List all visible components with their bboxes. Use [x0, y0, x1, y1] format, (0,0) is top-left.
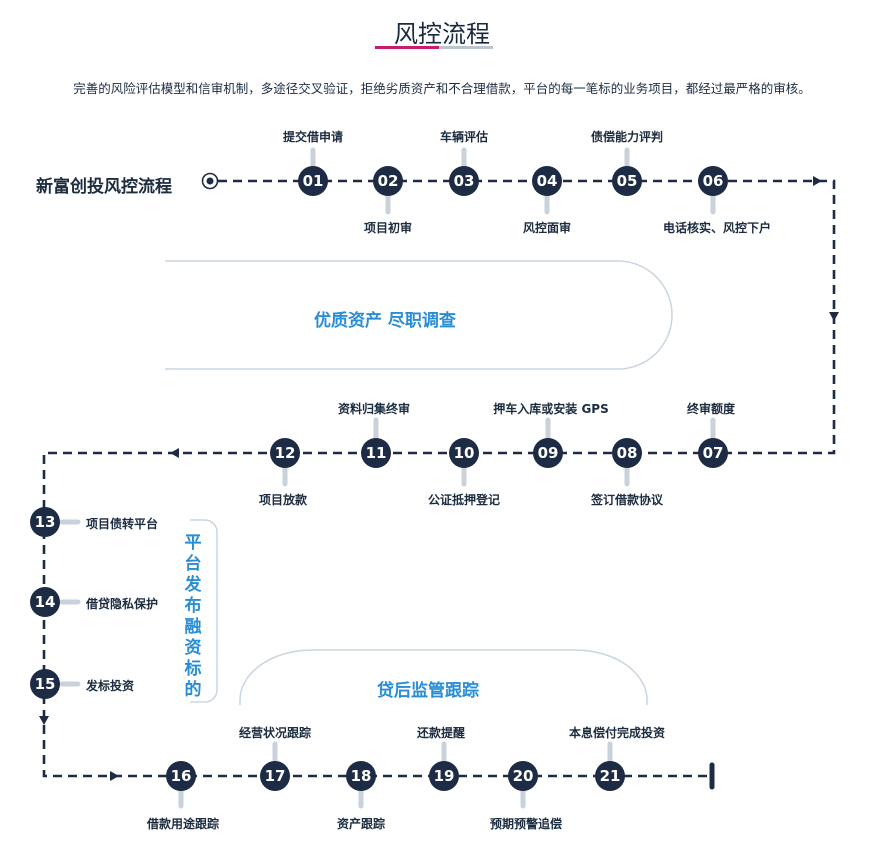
step-node-17: 17: [260, 761, 290, 791]
row1-stems: [310, 147, 716, 215]
step-node-05: 05: [612, 166, 642, 196]
step-node-03: 03: [449, 166, 479, 196]
title-underline: [375, 46, 493, 49]
step-label-15: 发标投资: [86, 679, 135, 693]
step-label-01: 提交借申请: [282, 130, 344, 144]
step-label-14: 借贷隐私保护: [86, 597, 159, 611]
band-post-loan-label: 贷后监管跟踪: [377, 681, 479, 701]
step-node-18: 18: [346, 761, 376, 791]
step-label-16: 借款用途跟踪: [146, 817, 220, 831]
step-label-06: 电话核实、风控下户: [662, 221, 772, 235]
step-node-16: 16: [166, 761, 196, 791]
step-node-12: 12: [270, 438, 300, 468]
step-node-13: 13: [30, 507, 60, 537]
step-label-03: 车辆评估: [439, 130, 489, 144]
step-node-01: 01: [298, 166, 328, 196]
step-label-04: 风控面审: [522, 221, 572, 235]
step-label-10: 公证抵押登记: [427, 493, 501, 507]
step-node-06: 06: [698, 166, 728, 196]
row3-stems: [178, 741, 613, 809]
step-node-11: 11: [361, 438, 391, 468]
step-node-08: 08: [612, 438, 642, 468]
page-title: 风控流程: [394, 20, 490, 48]
row2-stems: [282, 417, 716, 487]
step-label-13: 项目债转平台: [86, 517, 159, 531]
step-label-02: 项目初审: [363, 221, 413, 235]
step-node-20: 20: [508, 761, 538, 791]
band-quality-assets: [165, 260, 673, 370]
step-label-21: 本息偿付完成投资: [568, 726, 666, 740]
arrows: [39, 176, 839, 781]
band-post-loan: [239, 649, 648, 705]
step-node-15: 15: [30, 669, 60, 699]
step-node-04: 04: [532, 166, 562, 196]
step-label-08: 签订借款协议: [590, 493, 664, 507]
step-node-10: 10: [449, 438, 479, 468]
band-quality-assets-label: 优质资产 尽职调查: [314, 311, 456, 331]
col-stems: [59, 519, 81, 687]
step-label-17: 经营状况跟踪: [238, 726, 312, 740]
step-node-02: 02: [373, 166, 403, 196]
step-label-07: 终审额度: [686, 402, 736, 416]
step-node-07: 07: [698, 438, 728, 468]
step-node-09: 09: [533, 438, 563, 468]
bracket-platform: [190, 519, 218, 703]
flow-name: 新富创投风控流程: [36, 177, 172, 197]
step-node-19: 19: [429, 761, 459, 791]
platform-vertical-label: 平台发布融资标的: [184, 533, 202, 700]
step-label-12: 项目放款: [258, 493, 308, 507]
step-node-21: 21: [595, 761, 625, 791]
step-label-11: 资料归集终审: [337, 402, 411, 416]
step-label-05: 债偿能力评判: [590, 130, 664, 144]
main-path: [42, 179, 836, 778]
step-label-19: 还款提醒: [416, 726, 466, 740]
intro-text: 完善的风险评估模型和信审机制，多途径交叉验证，拒绝劣质资产和不合理借款，平台的每…: [73, 81, 811, 96]
step-label-20: 预期预警追偿: [489, 817, 563, 831]
step-label-09: 押车入库或安装 GPS: [493, 402, 609, 416]
step-node-14: 14: [30, 587, 60, 617]
step-label-18: 资产跟踪: [336, 817, 386, 831]
